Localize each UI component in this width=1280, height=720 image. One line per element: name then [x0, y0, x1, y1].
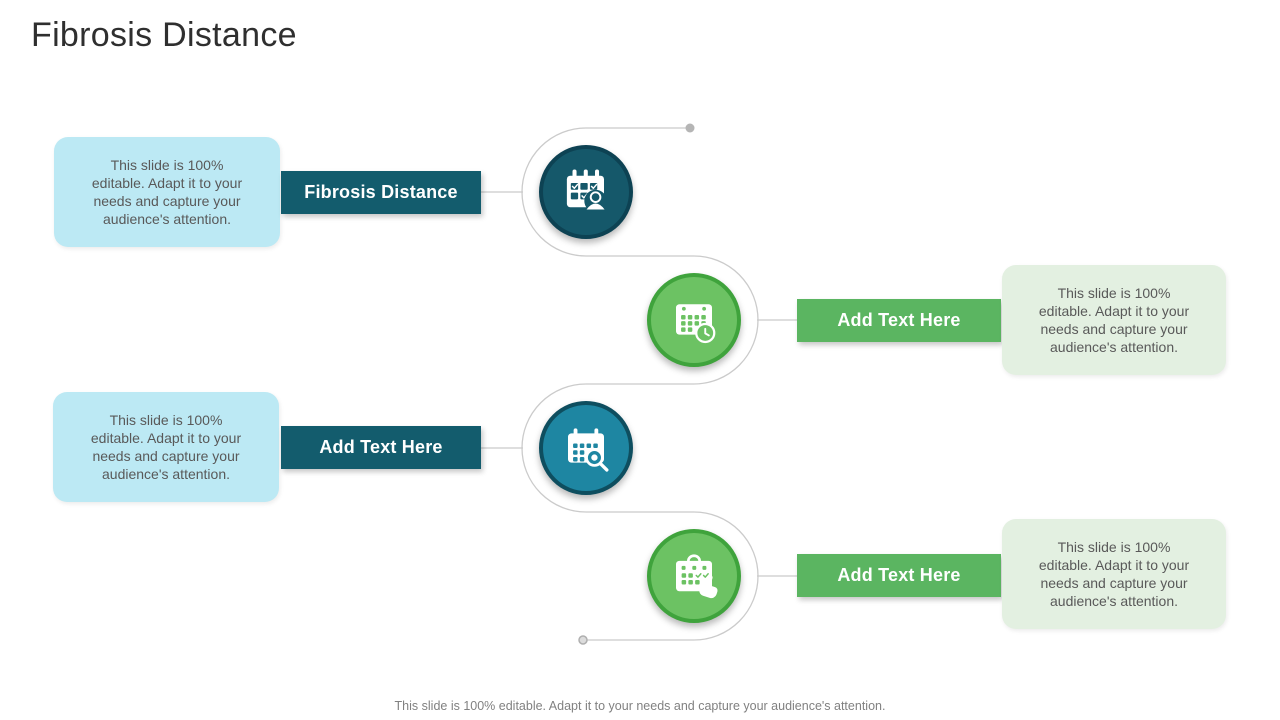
calendar-clock-icon	[676, 304, 716, 344]
node-4	[647, 529, 741, 623]
node-2	[647, 273, 741, 367]
note-text-2: This slide is 100% editable. Adapt it to…	[1038, 284, 1190, 356]
calendar-user-icon	[566, 169, 607, 213]
bar-label-4: Add Text Here	[837, 565, 961, 585]
note-box-3[interactable]: This slide is 100% editable. Adapt it to…	[53, 392, 279, 502]
note-box-4[interactable]: This slide is 100% editable. Adapt it to…	[1002, 519, 1226, 629]
calendar-hand-icon	[676, 554, 718, 599]
page-title: Fibrosis Distance	[31, 16, 297, 54]
label-bar-3[interactable]: Add Text Here	[281, 426, 481, 469]
bar-label-3: Add Text Here	[319, 437, 443, 457]
label-bar-1[interactable]: Fibrosis Distance	[281, 171, 481, 214]
bar-label-2: Add Text Here	[837, 310, 961, 330]
calendar-search-icon	[568, 428, 609, 472]
footer-note: This slide is 100% editable. Adapt it to…	[394, 699, 886, 713]
node-3	[539, 401, 633, 495]
path-start-dot	[685, 123, 695, 133]
node-1	[539, 145, 633, 239]
path-end-dot	[578, 635, 588, 645]
bar-label-1: Fibrosis Distance	[304, 182, 458, 202]
note-text-1: This slide is 100% editable. Adapt it to…	[91, 156, 243, 228]
note-box-2[interactable]: This slide is 100% editable. Adapt it to…	[1002, 265, 1226, 375]
note-text-4: This slide is 100% editable. Adapt it to…	[1038, 538, 1190, 610]
label-bar-2[interactable]: Add Text Here	[797, 299, 1001, 342]
note-box-1[interactable]: This slide is 100% editable. Adapt it to…	[54, 137, 280, 247]
note-text-3: This slide is 100% editable. Adapt it to…	[90, 411, 242, 483]
label-bar-4[interactable]: Add Text Here	[797, 554, 1001, 597]
